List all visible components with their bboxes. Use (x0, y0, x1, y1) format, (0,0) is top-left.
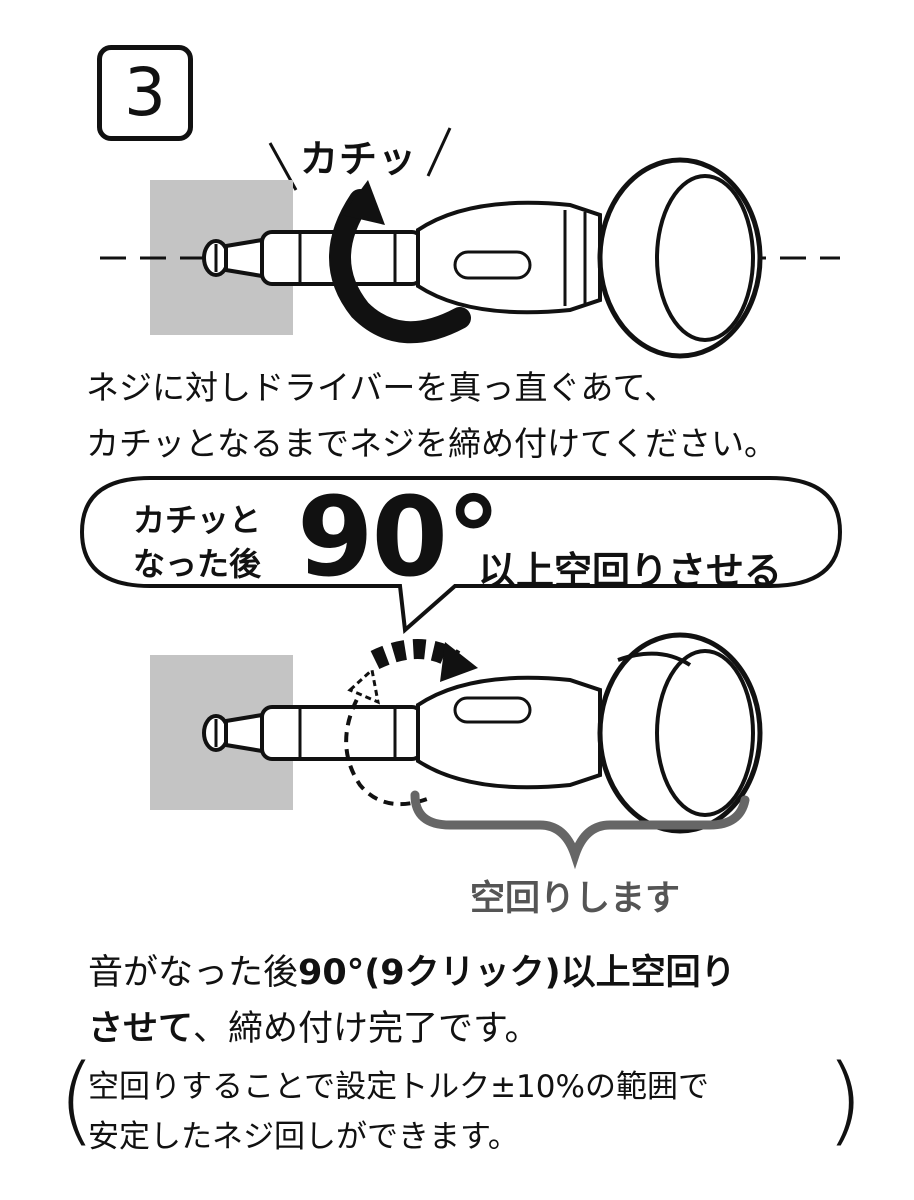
note-open-paren: ( (58, 1044, 96, 1156)
bold-rotation-arrow (370, 639, 461, 670)
result-line-1-plain: 音がなった後 (88, 953, 299, 993)
grip-slot (453, 250, 532, 280)
grip-2 (416, 675, 602, 790)
bit-2 (224, 712, 264, 754)
bubble-lead-line-1: カチッと (133, 501, 262, 539)
sound-line-right (426, 127, 452, 177)
bold-rotation-arrow-head (440, 642, 478, 682)
speech-bubble (79, 476, 843, 635)
bubble-lead: カチッと なった後 (133, 498, 261, 586)
shaft-socket-2 (260, 705, 424, 761)
rotation-arrow-head (342, 180, 385, 225)
bit (224, 237, 264, 279)
handle-knob-face-2 (655, 649, 755, 817)
note-close-paren: ) (826, 1044, 864, 1156)
screwdriver-idle-illustration (150, 632, 763, 870)
screwdriver-click-illustration (100, 127, 840, 359)
bubble-lead-line-2: なった後 (133, 545, 262, 583)
result-line-1-bold: 90°(9クリック)以上空回り (298, 953, 736, 993)
result-text: 音がなった後90°(9クリック)以上空回り させて、締め付け完了です。 (88, 945, 736, 1057)
bubble-tail: 以上空回りさせる (478, 549, 783, 593)
instruction-text: ネジに対しドライバーを真っ直ぐあて、 カチッとなるまでネジを締め付けてください。 (86, 360, 777, 472)
idle-bracket (410, 790, 750, 870)
idle-label: 空回りします (470, 879, 681, 919)
instruction-line-1: ネジに対しドライバーを真っ直ぐあて、 (86, 368, 678, 407)
bubble-angle: 90° (297, 473, 501, 601)
rotation-arrow (329, 189, 471, 344)
note-line-1: 空回りすることで設定トルク±10%の範囲で (88, 1069, 709, 1105)
dashed-rotation-arc (344, 683, 431, 807)
result-line-2: させて、締め付け完了です。 (88, 1001, 736, 1057)
instruction-line-2: カチッとなるまでネジを締め付けてください。 (86, 424, 778, 463)
step-number: 3 (124, 54, 166, 131)
click-sound-text: カチッ (300, 137, 418, 181)
note-text: 空回りすることで設定トルク±10%の範囲で 安定したネジ回しができます。 (88, 1062, 709, 1162)
result-line-2-plain: 、締め付け完了です。 (193, 1009, 540, 1049)
step-number-box: 3 (97, 45, 193, 141)
result-line-1: 音がなった後90°(9クリック)以上空回り (88, 945, 736, 1001)
result-line-2-bold: させて (88, 1009, 194, 1049)
note-line-2: 安定したネジ回しができます。 (88, 1119, 519, 1155)
handle-knob-face (655, 174, 755, 342)
